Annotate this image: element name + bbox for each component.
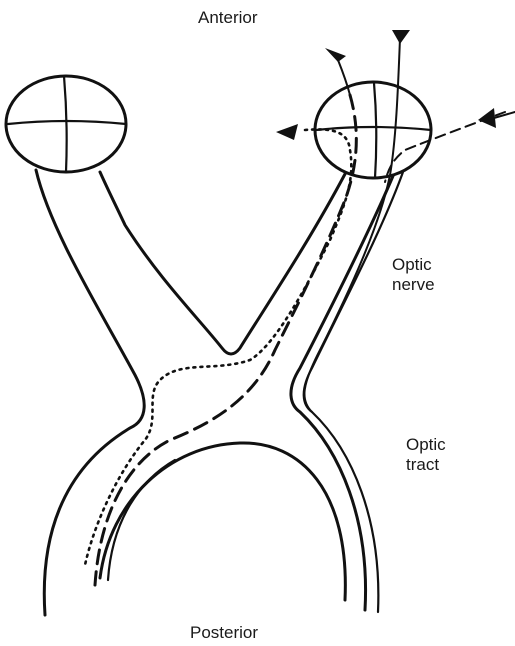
optic-nerve-label: Optic nerve bbox=[392, 255, 452, 295]
anterior-label: Anterior bbox=[198, 8, 258, 28]
optic-nerve-label-line-1: Optic bbox=[392, 255, 452, 275]
optic-tract-label-line-1: Optic bbox=[406, 435, 466, 455]
inner-arch bbox=[100, 443, 345, 600]
optic-tract-label: Optic tract bbox=[406, 435, 466, 475]
right-nerve-outer-2 bbox=[304, 172, 403, 612]
arrowhead-top-left bbox=[325, 48, 346, 62]
arrowhead-left bbox=[276, 124, 298, 140]
optic-tract-label-line-2: tract bbox=[406, 455, 466, 475]
dashed-fiber-path bbox=[95, 95, 356, 585]
arrowhead-top bbox=[392, 30, 410, 44]
left-eye bbox=[6, 76, 126, 172]
optic-nerve-label-line-2: nerve bbox=[392, 275, 452, 295]
posterior-label: Posterior bbox=[190, 623, 258, 643]
left-inner-contour bbox=[100, 172, 345, 354]
